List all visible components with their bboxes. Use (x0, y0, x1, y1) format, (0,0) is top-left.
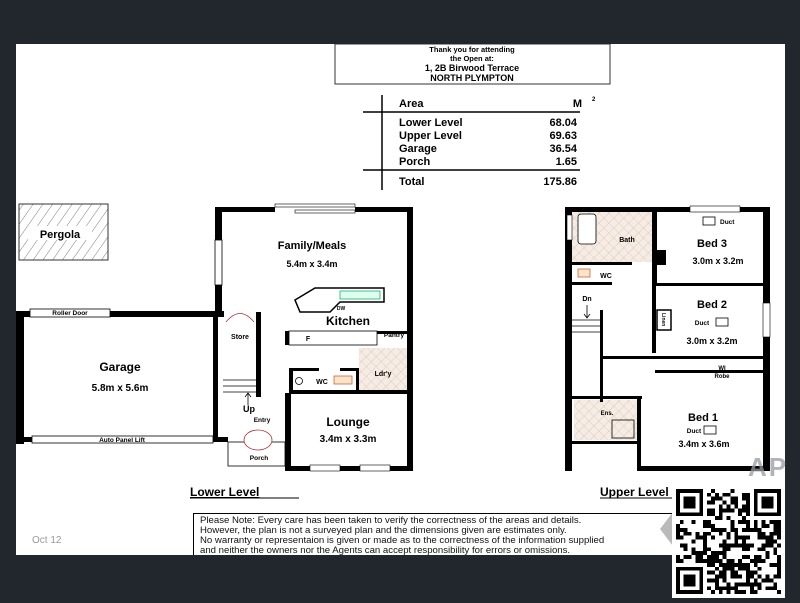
garage-dimensions: 5.8m x 5.6m (92, 383, 149, 394)
family-meals-label: Family/Meals (278, 240, 346, 252)
unit-superscript: 2 (592, 97, 596, 103)
upper-level-heading: Upper Level (600, 485, 669, 499)
upper-level-plan: Bath WC Dn Bed 3 3.0m x 3.2m Duct Bed 2 … (565, 205, 771, 499)
open-at-line: the Open at: (450, 54, 494, 63)
row-label: Porch (399, 156, 430, 168)
window (566, 214, 573, 241)
row-label: Lower Level (399, 117, 463, 129)
window (309, 464, 341, 472)
bathtub (577, 213, 597, 245)
duct-label: Duct (695, 320, 710, 327)
cooktop (339, 290, 381, 300)
wc-label: WC (316, 379, 328, 386)
window (214, 239, 223, 286)
note-line: No warranty or representaion is given or… (200, 535, 605, 546)
row-label: Garage (399, 143, 437, 155)
ensuite-label: Ens. (601, 411, 614, 417)
suburb: NORTH PLYMPTON (430, 73, 514, 83)
roller-door (29, 308, 111, 318)
bed3-label: Bed 3 (697, 238, 727, 250)
pantry-label: Pantry (384, 332, 405, 339)
area-table: Area M 2 Lower Level 68.04 Upper Level 6… (363, 95, 596, 190)
stairs (572, 305, 600, 333)
lounge-dimensions: 3.4m x 3.3m (320, 434, 377, 445)
date-label: Oct 12 (32, 535, 62, 546)
duct-label: Duct (720, 219, 735, 226)
duct-icon (702, 216, 716, 226)
note-line: Please Note: Every care has been taken t… (200, 515, 582, 526)
bed2-label: Bed 2 (697, 299, 727, 311)
linen-label: Linen (660, 313, 666, 326)
stairs (223, 379, 256, 405)
lounge-label: Lounge (326, 415, 370, 429)
lower-level-plan: Pergola Roller Door Auto Panel Lift (16, 203, 413, 499)
address: 1, 2B Birwood Terrace (425, 63, 519, 73)
family-meals-dimensions: 5.4m x 3.4m (286, 259, 337, 269)
row-value: 69.63 (549, 130, 577, 142)
fridge-label: F (306, 336, 311, 343)
entry-door-swing (243, 429, 273, 451)
up-label: Up (243, 404, 255, 414)
window (762, 302, 771, 338)
chevron-left-icon (660, 512, 673, 546)
auto-panel-lift-door (31, 435, 214, 444)
agency-watermark: AP (748, 452, 789, 482)
door-swing (225, 313, 255, 323)
duct-icon (715, 317, 729, 327)
row-label: Upper Level (399, 130, 462, 142)
thank-you-line: Thank you for attending (429, 45, 515, 54)
total-label: Total (399, 176, 424, 188)
area-header: Area (399, 98, 424, 110)
pergola-label: Pergola (40, 229, 81, 241)
kitchen-label: Kitchen (326, 314, 370, 328)
unit-header: M (573, 98, 582, 110)
duct-icon (703, 425, 717, 435)
qr-code-icon (675, 488, 782, 595)
disclaimer-note: Please Note: Every care has been taken t… (193, 513, 673, 555)
down-label: Dn (582, 296, 591, 303)
row-value: 36.54 (549, 143, 577, 155)
note-line: and neither the owners nor the Agents ca… (200, 545, 571, 556)
walls (565, 207, 770, 471)
note-line: However, the plan is not a surveyed plan… (200, 525, 567, 536)
duct-label: Duct (687, 428, 702, 435)
qr-modules (675, 488, 782, 595)
window (689, 205, 741, 213)
upper-wc-label: WC (600, 273, 612, 280)
wi-label: WI (718, 366, 726, 372)
garage-label: Garage (99, 360, 141, 374)
open-inspection-box: Thank you for attending the Open at: 1, … (334, 44, 611, 85)
window (359, 464, 391, 472)
previous-image-button[interactable] (660, 512, 674, 546)
basin-icon (295, 377, 303, 385)
bath-label: Bath (619, 237, 635, 244)
row-value: 1.65 (556, 156, 577, 168)
sliding-door (274, 203, 356, 208)
laundry-label: Ldr'y (375, 371, 392, 378)
toilet-icon (333, 375, 353, 385)
bed3-dimensions: 3.0m x 3.2m (692, 256, 743, 266)
linen-cupboard (656, 309, 672, 331)
bed2-dimensions: 3.0m x 3.2m (686, 336, 737, 346)
store-label: Store (231, 334, 249, 341)
row-value: 68.04 (549, 117, 577, 129)
entry-label: Entry (254, 417, 271, 424)
kitchen-counter (288, 330, 378, 346)
qr-code[interactable] (672, 485, 785, 598)
bed1-dimensions: 3.4m x 3.6m (678, 439, 729, 449)
bed1-label: Bed 1 (688, 412, 718, 424)
toilet-icon (577, 268, 591, 278)
porch-label: Porch (250, 455, 268, 462)
auto-panel-label: Auto Panel Lift (99, 437, 146, 444)
lower-level-heading: Lower Level (190, 485, 259, 499)
laundry (359, 348, 407, 390)
dishwasher-label: DW (337, 306, 346, 312)
shower (611, 419, 635, 439)
robe-label: Robe (715, 374, 731, 380)
floor-plan-page: Thank you for attending the Open at: 1, … (16, 44, 785, 555)
total-value: 175.86 (543, 176, 577, 188)
floor-plan: Thank you for attending the Open at: 1, … (16, 44, 771, 499)
roller-door-label: Roller Door (52, 310, 88, 317)
